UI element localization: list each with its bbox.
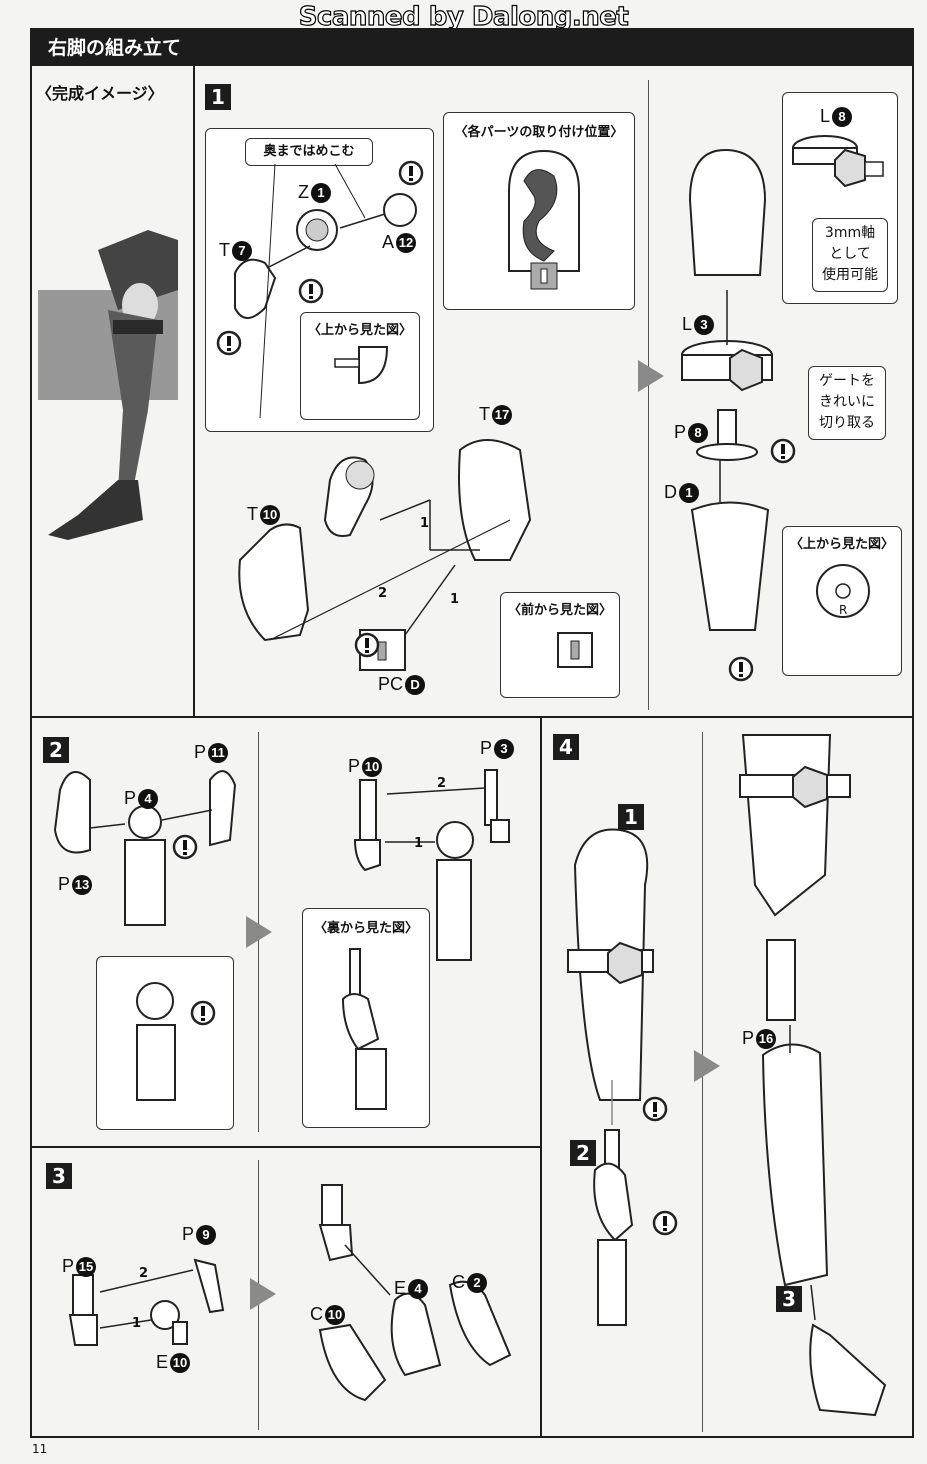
order-mark-2c: 2 <box>139 1266 149 1281</box>
step-3-number: 3 <box>46 1163 72 1189</box>
part-positions-drawing <box>508 149 580 290</box>
order-mark-1d: 1 <box>132 1316 142 1331</box>
caption-push-in-box: 奥まではめこむ <box>245 138 373 166</box>
front-view-box: 〈前から見た図〉 <box>500 592 620 698</box>
caption-usable-3mm-1: 3mm軸 <box>824 225 876 241</box>
caption-usable-3mm-2: として <box>829 246 871 262</box>
step2-assembled-drawing <box>353 769 510 961</box>
caption-part-positions: 〈各パーツの取り付け位置〉 <box>454 125 624 140</box>
caption-usable-3mm-3: 使用可能 <box>822 267 878 283</box>
step2-detail-drawing <box>136 982 176 1101</box>
direction-arrow-icon <box>638 360 664 392</box>
direction-arrow-icon <box>694 1050 720 1082</box>
joint-assembly-drawing <box>234 163 417 419</box>
completed-leg-illustration <box>38 230 178 540</box>
top-view-2-box: 〈上から見た図〉 R <box>782 526 902 676</box>
top-view-drawing <box>334 346 389 385</box>
divider-sidebar <box>193 64 195 718</box>
step-4-sub-2: 2 <box>570 1140 596 1166</box>
caption-front-view: 〈前から見た図〉 <box>507 603 612 618</box>
step-4-number: 4 <box>553 734 579 760</box>
part-positions-box: 〈各パーツの取り付け位置〉 <box>443 112 635 310</box>
step-4-sub-3: 3 <box>776 1286 802 1312</box>
scan-credit-watermark: Scanned by Dalong.net <box>298 1 629 32</box>
divider-step4 <box>540 718 542 1438</box>
order-mark-1a: 1 <box>420 516 430 531</box>
caption-cut-gate-2: きれいに <box>819 394 875 410</box>
divider-step4-sub <box>702 732 703 1432</box>
divider-row2 <box>30 1146 540 1148</box>
divider-row1 <box>30 716 914 718</box>
usable-3mm-box: 3mm軸 として 使用可能 <box>812 218 888 292</box>
instruction-frame <box>30 64 914 1438</box>
page-title: 右脚の組み立て <box>48 37 182 59</box>
step2-detail-box <box>96 956 234 1130</box>
cut-gate-box: ゲートを きれいに 切り取る <box>808 366 886 440</box>
order-mark-1b: 1 <box>450 592 460 607</box>
back-view-box: 〈裏から見た図〉 <box>302 908 430 1128</box>
caption-cut-gate-1: ゲートを <box>819 373 875 389</box>
step-2-number: 2 <box>43 737 69 763</box>
step4-thigh-drawing <box>567 828 654 1326</box>
step3-parts-drawing <box>68 1258 225 1346</box>
back-view-drawing <box>341 948 387 1110</box>
step1-thigh-assembly <box>238 439 532 671</box>
direction-arrow-icon <box>246 916 272 948</box>
top-view-box: 〈上から見た図〉 <box>300 312 420 420</box>
caption-back-view: 〈裏から見た図〉 <box>313 921 418 936</box>
step1-knee-assembly <box>681 148 773 631</box>
caption-push-in: 奥まではめこむ <box>263 144 355 159</box>
caption-cut-gate-3: 切り取る <box>819 415 875 431</box>
order-mark-2b: 2 <box>437 776 447 791</box>
step3-assembled-drawing <box>318 1184 512 1402</box>
direction-arrow-icon <box>250 1278 276 1310</box>
caption-top-view-2: 〈上から見た図〉 <box>789 537 894 552</box>
order-mark-1c: 1 <box>414 836 424 851</box>
step-1-number: 1 <box>205 84 231 110</box>
front-view-drawing <box>557 632 593 668</box>
l8-drawing <box>792 135 884 188</box>
title-bar: 右脚の組み立て <box>30 28 914 64</box>
step2-hip-parts <box>53 770 237 926</box>
completed-image-label: 〈完成イメージ〉 <box>36 84 164 103</box>
divider-step1-sub <box>648 80 649 710</box>
page-number: 11 <box>32 1442 48 1456</box>
top-view-2-drawing <box>816 564 870 618</box>
order-mark-2a: 2 <box>378 586 388 601</box>
r-mark: R <box>839 603 848 617</box>
caption-top-view: 〈上から見た図〉 <box>307 323 412 338</box>
step4-leg-assembled-drawing <box>739 734 887 1417</box>
step-4-sub-1: 1 <box>618 804 644 830</box>
